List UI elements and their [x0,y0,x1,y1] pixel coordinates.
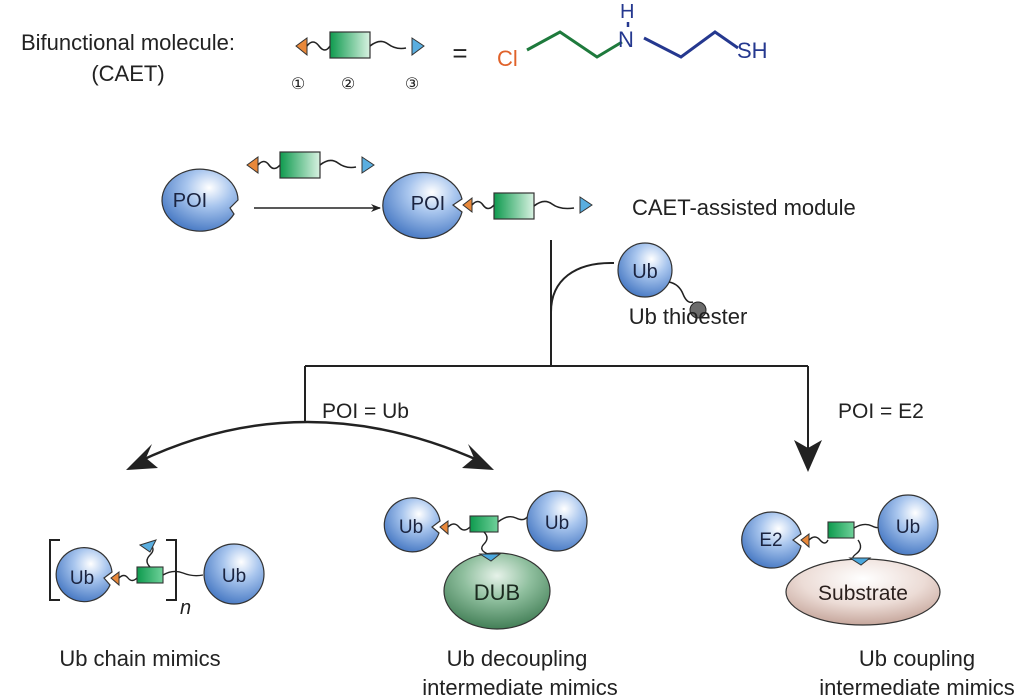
chain-ub-right [203,543,265,605]
arrowhead-right [794,440,822,472]
chain-ub-right-label: Ub [222,566,246,587]
coupling-e2-label: E2 [759,530,782,551]
atom-nh-h: H [620,1,634,23]
thioester-bead-icon [689,301,707,319]
ub-thioester-sphere [617,242,673,298]
ethyl-bond-blue [643,30,739,59]
thioester-branch-curve [550,261,615,313]
chain-ub-left [55,547,113,603]
product-decoupling: DUB Ub Ub [383,490,588,630]
coupling-ub-label: Ub [896,517,920,538]
caption-bifunctional-line2: (CAET) [91,61,164,86]
decoupling-ub-left-label: Ub [399,517,423,538]
chain-subscript-n: n [180,597,191,619]
ub-thioester-caption: Ub thioester [629,304,748,329]
marker-2: ② [341,76,355,93]
substrate-label: Substrate [818,582,908,605]
decoupling-ub-left [383,497,441,553]
product-chain: Ub Ub n [49,539,265,619]
coupling-linker-square [827,521,855,539]
linker-wavy-right [369,40,407,50]
decoupling-ub-right [526,490,588,552]
marker-1: ① [291,76,305,93]
poi-bound-label: POI [411,193,445,215]
atom-sh: SH [737,38,768,63]
caet-above-arrow [246,151,375,179]
arrowhead-left-curve [126,444,158,470]
atom-cl: Cl [497,46,518,71]
bracket-right [166,539,177,601]
linker-wavy [306,41,331,51]
caet-attached [462,192,593,220]
split-curve [137,420,483,464]
caption-coupling-line2: intermediate mimics [819,675,1015,699]
equals-sign: = [452,38,467,68]
caption-bifunctional-line1: Bifunctional molecule: [21,30,235,55]
chain-thiol-icon [138,539,157,553]
bracket-left [49,539,60,601]
ethyl-bond-green [526,30,623,59]
marker-3: ③ [405,76,419,93]
chain-linker-square [136,566,164,584]
thiol-cap-icon [411,37,425,56]
caption-chain: Ub chain mimics [59,646,220,671]
coupling-thiol-icon [848,557,872,566]
dub-label: DUB [474,580,520,605]
decoupling-linker-square [469,515,499,533]
caption-decoupling-line1: Ub decoupling [447,646,588,671]
caet-schematic [295,31,425,59]
ub-thioester-label: Ub [632,261,658,283]
product-coupling: Substrate E2 Ub [741,494,941,626]
decoupling-thiol-icon [478,553,502,562]
poi-protein [161,168,239,232]
arrowhead-right-curve [462,444,494,470]
decoupling-ub-right-label: Ub [545,513,569,534]
condition-left: POI = Ub [322,400,409,423]
atom-nh-n: N [618,27,634,52]
caption-coupling-line1: Ub coupling [859,646,975,671]
caption-decoupling-line2: intermediate mimics [422,675,618,699]
coupling-ub [877,494,939,556]
coupling-e2 [741,511,802,569]
thioester-tail [668,281,694,304]
poi-bound-protein [382,171,463,240]
chain-ub-left-label: Ub [70,568,94,589]
linker-square-icon [329,31,371,59]
poi-label: POI [173,190,207,212]
chloro-cap-icon [295,37,308,57]
condition-right: POI = E2 [838,400,924,423]
dub-enzyme [443,552,551,630]
module-label: CAET-assisted module [632,195,856,220]
